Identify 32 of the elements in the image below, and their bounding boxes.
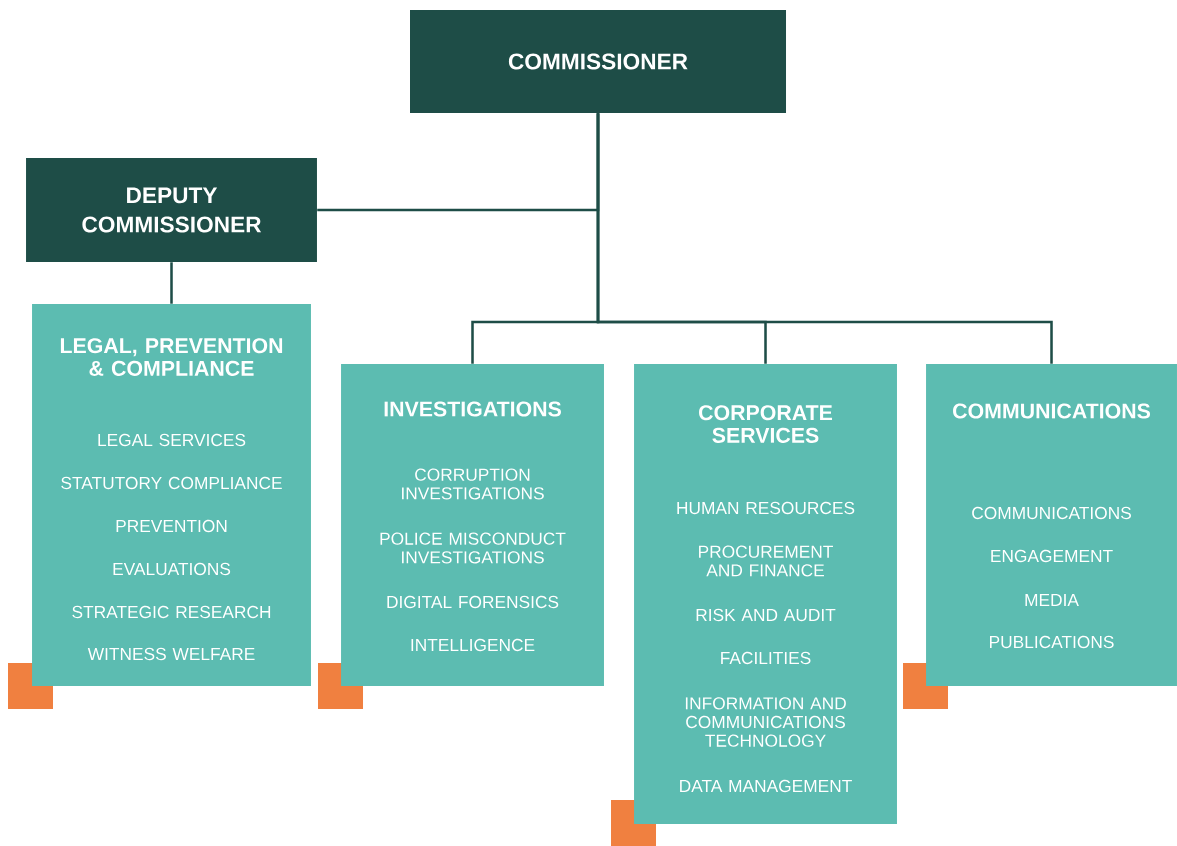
department-box xyxy=(634,364,897,824)
connector-line xyxy=(596,113,1053,364)
unit-name: MEDIA xyxy=(1025,594,1079,606)
unit-name: WITNESS WELFARE xyxy=(87,647,255,661)
unit-name: STRATEGIC RESEARCH xyxy=(72,605,271,619)
unit-name: INFORMATION AND COMMUNICATIONS TECHNOLOGY xyxy=(685,697,846,747)
department-heading: LEGAL, PREVENTION & COMPLIANCE xyxy=(60,338,283,376)
department-box xyxy=(32,304,311,686)
unit-name: LEGAL SERVICES xyxy=(98,433,246,447)
unit-name: STATUTORY COMPLIANCE xyxy=(61,476,282,490)
department-heading: COMMUNICATIONS xyxy=(953,403,1150,419)
department-heading: INVESTIGATIONS xyxy=(384,401,561,417)
unit-name: DIGITAL FORENSICS xyxy=(387,595,559,609)
unit-name: INTELLIGENCE xyxy=(411,638,535,652)
title-box: DEPUTY COMMISSIONER xyxy=(26,158,317,262)
unit-name: PROCUREMENT AND FINANCE xyxy=(699,545,833,577)
unit-name: FACILITIES xyxy=(721,651,811,665)
connector-line xyxy=(170,262,173,304)
unit-name: PREVENTION xyxy=(116,519,227,533)
title-box: COMMISSIONER xyxy=(410,10,786,113)
unit-name: POLICE MISCONDUCT INVESTIGATIONS xyxy=(380,532,566,564)
unit-name: CORRUPTION INVESTIGATIONS xyxy=(402,468,544,500)
department-box xyxy=(341,364,604,686)
unit-name: RISK AND AUDIT xyxy=(696,608,836,622)
unit-name: HUMAN RESOURCES xyxy=(677,501,855,515)
unit-name: EVALUATIONS xyxy=(113,562,231,576)
unit-name: ENGAGEMENT xyxy=(991,549,1113,563)
department-heading: CORPORATE SERVICES xyxy=(699,405,832,443)
department-box xyxy=(926,364,1177,686)
unit-name: DATA MANAGEMENT xyxy=(680,779,852,793)
unit-name: PUBLICATIONS xyxy=(990,635,1114,649)
unit-name: COMMUNICATIONS xyxy=(972,506,1131,520)
